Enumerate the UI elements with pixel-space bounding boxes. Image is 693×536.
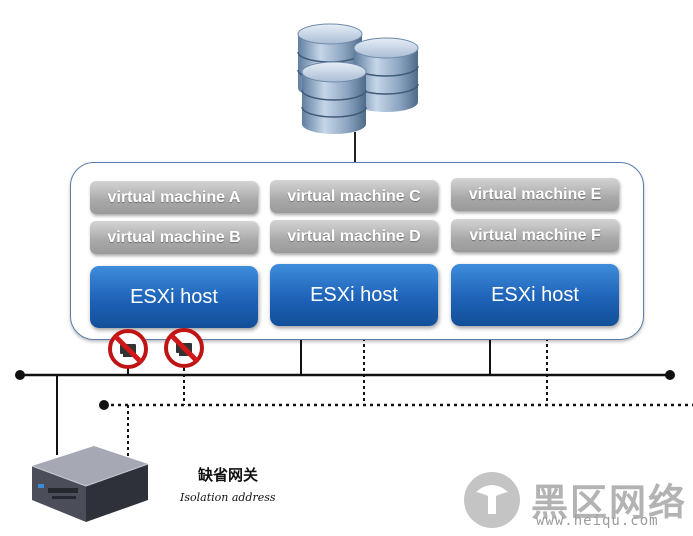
esxi-host-b-label: ESXi host [310, 283, 398, 306]
vm-e-label: virtual machine E [468, 185, 602, 203]
network-endpoint-left [15, 370, 25, 380]
vm-c: virtual machine C [270, 180, 438, 213]
vm-a-label: virtual machine A [107, 188, 241, 206]
vm-f: virtual machine F [451, 219, 619, 252]
vm-c-label: virtual machine C [287, 187, 421, 205]
esxi-host-a: ESXi host [90, 266, 258, 328]
network-endpoint-right [665, 370, 675, 380]
esxi-host-c-label: ESXi host [491, 283, 579, 306]
vm-e: virtual machine E [451, 178, 619, 211]
isolation-network-endpoint [99, 400, 109, 410]
vm-d-label: virtual machine D [287, 227, 421, 245]
shared-storage-icon [297, 23, 419, 134]
isolation-address-label: Isolation address [180, 491, 276, 504]
watermark-url: www.heiqu.com [536, 513, 659, 529]
blocked-isolation-icon [164, 328, 204, 368]
watermark-text: 黑区网络 [531, 481, 687, 524]
vm-b-label: virtual machine B [107, 228, 241, 246]
blocked-connection-icon [108, 329, 148, 369]
esxi-host-c: ESXi host [451, 264, 619, 326]
esxi-host-a-label: ESXi host [130, 285, 218, 308]
gateway-device-icon [31, 446, 149, 522]
vm-d: virtual machine D [270, 220, 438, 253]
esxi-host-b: ESXi host [270, 264, 438, 326]
watermark-logo-icon [464, 472, 520, 528]
vm-f-label: virtual machine F [469, 226, 601, 244]
vm-b: virtual machine B [90, 221, 258, 254]
gateway-label: 缺省网关 [198, 466, 259, 484]
vm-a: virtual machine A [90, 181, 258, 214]
